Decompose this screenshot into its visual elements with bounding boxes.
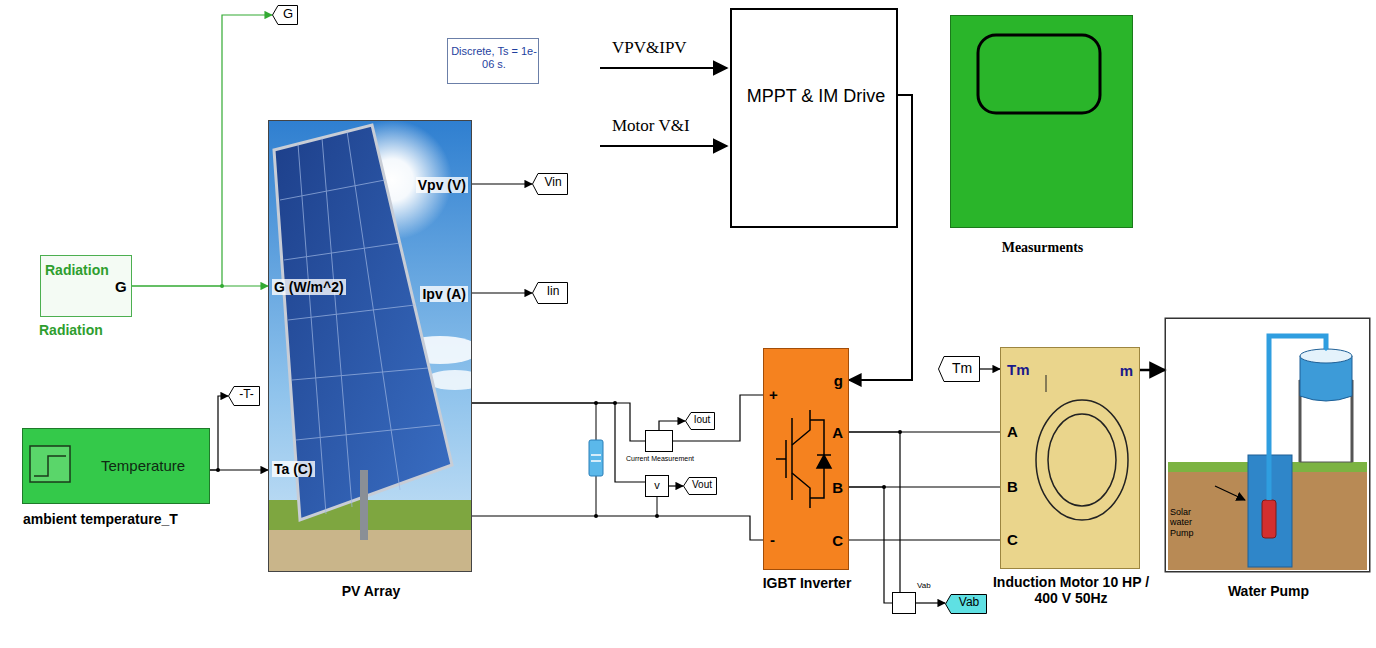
connector (132, 15, 272, 286)
goto-tag: Vout (683, 477, 717, 495)
tag-label: Vab (952, 596, 986, 610)
block-label: Vab (917, 581, 943, 590)
inverter-block: gABC+-IGBT Inverter (763, 348, 849, 570)
current-sensor: Current Measurement (645, 430, 673, 452)
port-label: C (832, 532, 843, 549)
port-label: - (770, 531, 775, 548)
connector (472, 183, 532, 184)
capacitor-symbol (589, 401, 603, 518)
port-label: G (115, 278, 127, 295)
block-title: Radiation (45, 262, 109, 278)
source-block: Temperatureambient temperature_T (22, 428, 210, 504)
voltage-sensor: Vab (892, 592, 916, 614)
source-block: RadiationGRadiation (40, 255, 132, 317)
block-label: Radiation (39, 322, 103, 338)
connector (472, 403, 645, 482)
port-label: C (1007, 531, 1018, 548)
block-title: MPPT & IM Drive (746, 82, 886, 111)
connector (849, 487, 892, 603)
tag-label: Tm (945, 360, 979, 376)
port-label: A (832, 424, 843, 441)
motor-fill (1000, 347, 1140, 569)
pv-array-picture (268, 120, 485, 572)
connector (210, 469, 268, 470)
port-label: Tm (1007, 361, 1030, 378)
goto-tag: Vab (945, 594, 987, 614)
block-label: PV Array (269, 583, 473, 599)
block-label: ambient temperature_T (23, 511, 223, 527)
step-icon (30, 446, 70, 482)
motor-symbol (1036, 400, 1128, 520)
signal-label: Motor V&I (612, 116, 690, 136)
port-label: A (1007, 423, 1018, 440)
connector (472, 292, 532, 293)
connector (849, 432, 900, 592)
sensor-label: v (646, 479, 668, 492)
goto-tag: -T- (228, 386, 260, 406)
connector (980, 368, 1000, 369)
connector (916, 602, 945, 603)
pump-block: Solar water PumpWater Pump (1165, 318, 1370, 572)
signal-arrow (600, 145, 727, 147)
goto-tag: G (272, 5, 298, 25)
block-label: IGBT Inverter (742, 575, 872, 591)
port-label: Vpv (V) (416, 177, 468, 193)
port-label: g (834, 372, 843, 389)
port-label: + (769, 386, 778, 403)
signal-arrow (600, 67, 727, 69)
tag-label: Vin (539, 176, 567, 190)
temperature-fill (22, 428, 210, 504)
connector (1140, 369, 1165, 372)
tag-label: -T- (234, 388, 259, 402)
solver-label: Discrete, Ts = 1e-06 s. (451, 45, 537, 70)
goto-tag: Vin (532, 173, 568, 195)
port-label: Ta (C) (272, 461, 315, 477)
scope-fill (950, 15, 1133, 228)
block-label: Water Pump (1166, 583, 1371, 599)
tag-label: Iin (539, 285, 567, 299)
solver-block: Discrete, Ts = 1e-06 s. (447, 38, 539, 84)
block-label: Measurments (951, 240, 1134, 256)
tag-label: Iout (690, 414, 714, 426)
connector (669, 485, 683, 486)
port-label: m (1120, 362, 1133, 379)
connector (849, 539, 1000, 540)
motor-block: TmABCmInduction Motor 10 HP / 400 V 50Hz (1000, 347, 1140, 569)
block-label: Current Measurement (614, 455, 706, 463)
port-label: B (832, 479, 843, 496)
igbt-symbol (776, 410, 831, 508)
connector (673, 395, 763, 441)
goto-tag: Iin (532, 282, 568, 304)
connector (132, 285, 268, 286)
scope-block: Measurments (950, 15, 1133, 228)
tag-label: G (278, 7, 298, 22)
wire (657, 497, 658, 516)
connector (659, 421, 685, 430)
port-label: G (W/m^2) (272, 279, 346, 295)
scope-screen (978, 35, 1100, 113)
block-label: Induction Motor 10 HP / 400 V 50Hz (989, 574, 1153, 606)
motor-symbol (1048, 414, 1116, 506)
connector (210, 396, 228, 470)
voltage-sensor: v (645, 475, 669, 497)
connector (472, 516, 763, 540)
from-tag: Tm (938, 356, 980, 382)
pv-array-block: G (W/m^2)Ta (C)Vpv (V)Ipv (A)PV Array (268, 120, 472, 572)
port-label: B (1007, 478, 1018, 495)
signal-label: VPV&IPV (612, 38, 687, 58)
port-label: Ipv (A) (420, 286, 468, 302)
goto-tag: Iout (685, 412, 715, 430)
wire (1046, 375, 1047, 392)
water-pump-picture (1165, 318, 1370, 572)
tag-label: Vout (688, 479, 716, 491)
connector (472, 403, 645, 441)
controller-block: MPPT & IM Drive (730, 8, 898, 228)
picture-caption: Solar water Pump (1170, 507, 1210, 538)
inverter-fill (763, 348, 849, 570)
block-title: Temperature (101, 457, 185, 474)
